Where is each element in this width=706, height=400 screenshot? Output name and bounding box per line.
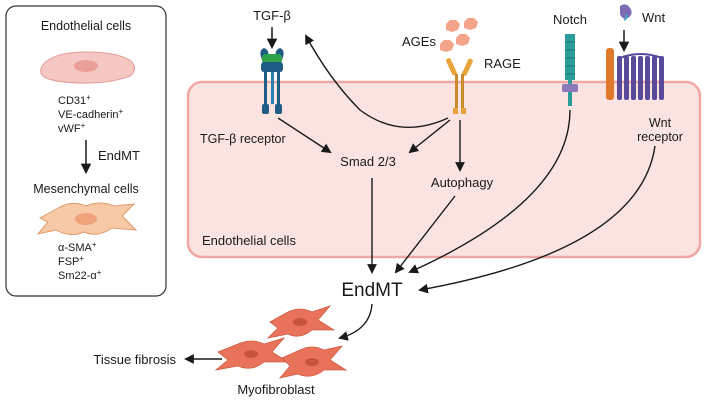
arrow-rage-to-tgfb [305, 34, 449, 128]
svg-text:Sm22-α+: Sm22-α+ [58, 268, 102, 282]
endothelial-cell-icon [40, 51, 136, 84]
arrow-wnt-to-endmt [418, 145, 656, 294]
marker-cd31: CD31 [58, 95, 86, 107]
left-panel: Endothelial cells CD31+ VE-cadherin+ vWF… [5, 5, 167, 297]
svg-text:α-SMA+: α-SMA+ [58, 240, 97, 254]
svg-text:CD31+: CD31+ [58, 93, 91, 107]
wnt-ligand-icon [620, 4, 632, 21]
arrow-notch-to-endmt [408, 109, 571, 274]
arrow-endmt-to-myofibroblast [338, 303, 373, 341]
marker-fsp-sign: + [79, 254, 84, 263]
arrow-autophagy-to-endmt [394, 195, 456, 274]
wnt-receptor-icon [606, 48, 664, 100]
marker-vwf: vWF [58, 123, 81, 135]
tgfb-receptor-icon [260, 48, 284, 114]
arrow-tgfbr-to-smad [277, 117, 332, 154]
svg-text:VE-cadherin+: VE-cadherin+ [58, 107, 124, 121]
notch-label: Notch [553, 12, 587, 27]
left-endmt-label: EndMT [98, 148, 140, 163]
smad-label: Smad 2/3 [340, 154, 396, 169]
notch-receptor-icon [562, 34, 578, 106]
ages-icon [440, 18, 478, 52]
tgfb-ligand-label: TGF-β [253, 8, 291, 23]
mesenchymal-cell-icon [36, 202, 138, 236]
svg-text:vWF+: vWF+ [58, 121, 86, 135]
wnt-label: Wnt [642, 10, 666, 25]
endmt-label: EndMT [341, 280, 403, 301]
rage-receptor-icon [446, 58, 473, 114]
myofibroblast-label: Myofibroblast [237, 382, 315, 397]
marker-fsp: FSP [58, 256, 79, 268]
marker-ve-cadherin-sign: + [119, 107, 124, 116]
tissue-fibrosis-label: Tissue fibrosis [93, 352, 176, 367]
endothelial-cell-body [186, 80, 702, 259]
wnt-receptor-label-line2: receptor [637, 130, 683, 144]
svg-text:FSP+: FSP+ [58, 254, 84, 268]
marker-sm22a-sign: + [97, 268, 102, 277]
mesenchymal-title: Mesenchymal cells [33, 182, 139, 196]
marker-sm22a: Sm22-α [58, 270, 97, 282]
rage-label: RAGE [484, 56, 521, 71]
marker-asma-sign: + [92, 240, 97, 249]
arrow-rage-to-smad [408, 119, 451, 154]
marker-asma: α-SMA [58, 242, 93, 254]
myofibroblast-icon [214, 305, 348, 379]
tgfb-receptor-label: TGF-β receptor [200, 132, 286, 146]
ages-label: AGEs [402, 34, 436, 49]
wnt-receptor-label-line1: Wnt [649, 116, 672, 130]
cell-label: Endothelial cells [202, 233, 296, 248]
endothelial-title: Endothelial cells [41, 19, 131, 33]
autophagy-label: Autophagy [431, 175, 494, 190]
marker-ve-cadherin: VE-cadherin [58, 109, 119, 121]
marker-cd31-sign: + [86, 93, 91, 102]
marker-vwf-sign: + [81, 121, 86, 130]
